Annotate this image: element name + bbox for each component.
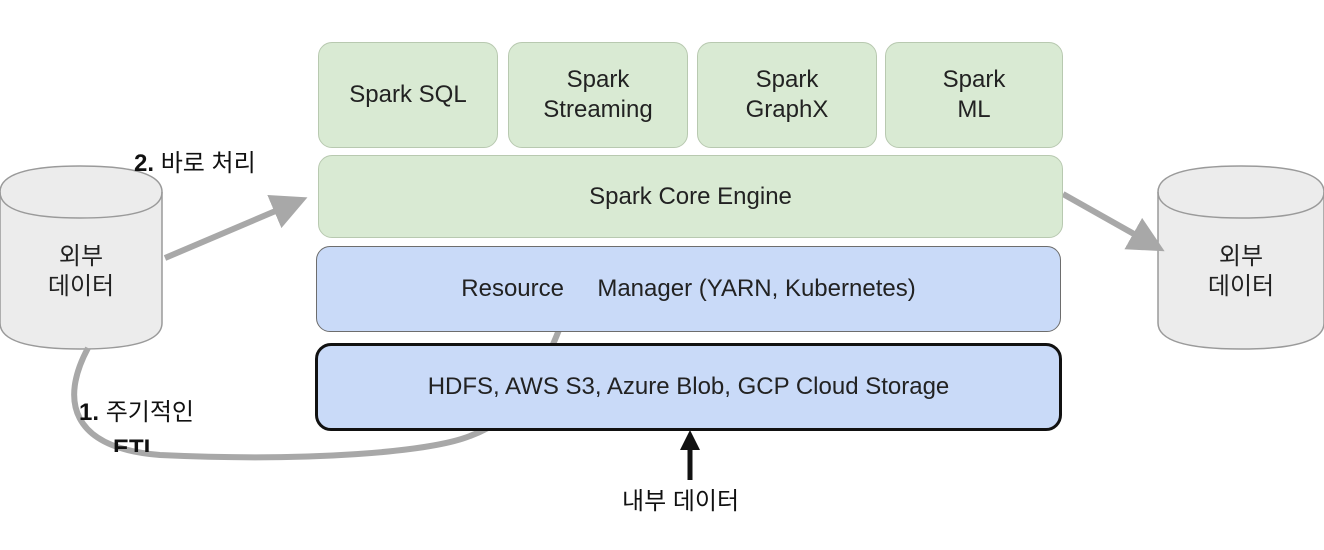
spark-sql-box: Spark SQL [318,42,498,148]
step-etl-text-line2: ETL [113,435,159,452]
step-etl-text: 주기적인 [105,399,195,426]
step-etl-label: 1. 주기적인 [79,398,194,428]
internal-data-label: 내부 데이터 [622,488,740,515]
arrow-direct-processing [163,194,308,261]
spark-streaming-box: Spark Streaming [508,42,688,148]
arrow-internal-data [680,430,700,480]
step-direct-label: 2. 바로 처리 [134,149,256,179]
arrow-output [1061,191,1165,252]
external-data-right-label: 외부 데이터 [1207,243,1275,300]
resource-manager-box: Resource Manager (YARN, Kubernetes) [316,246,1061,332]
step-etl-number: 1. [79,399,100,426]
spark-core-engine-box: Spark Core Engine [318,155,1063,238]
storage-box: HDFS, AWS S3, Azure Blob, GCP Cloud Stor… [315,343,1062,431]
external-data-left-cylinder [0,165,163,350]
external-data-left-label: 외부 데이터 [47,243,115,300]
external-data-right-cylinder [1157,165,1324,350]
step-direct-number: 2. [134,150,155,177]
spark-graphx-box: Spark GraphX [697,42,877,148]
spark-ml-box: Spark ML [885,42,1063,148]
step-direct-text: 바로 처리 [160,150,256,177]
